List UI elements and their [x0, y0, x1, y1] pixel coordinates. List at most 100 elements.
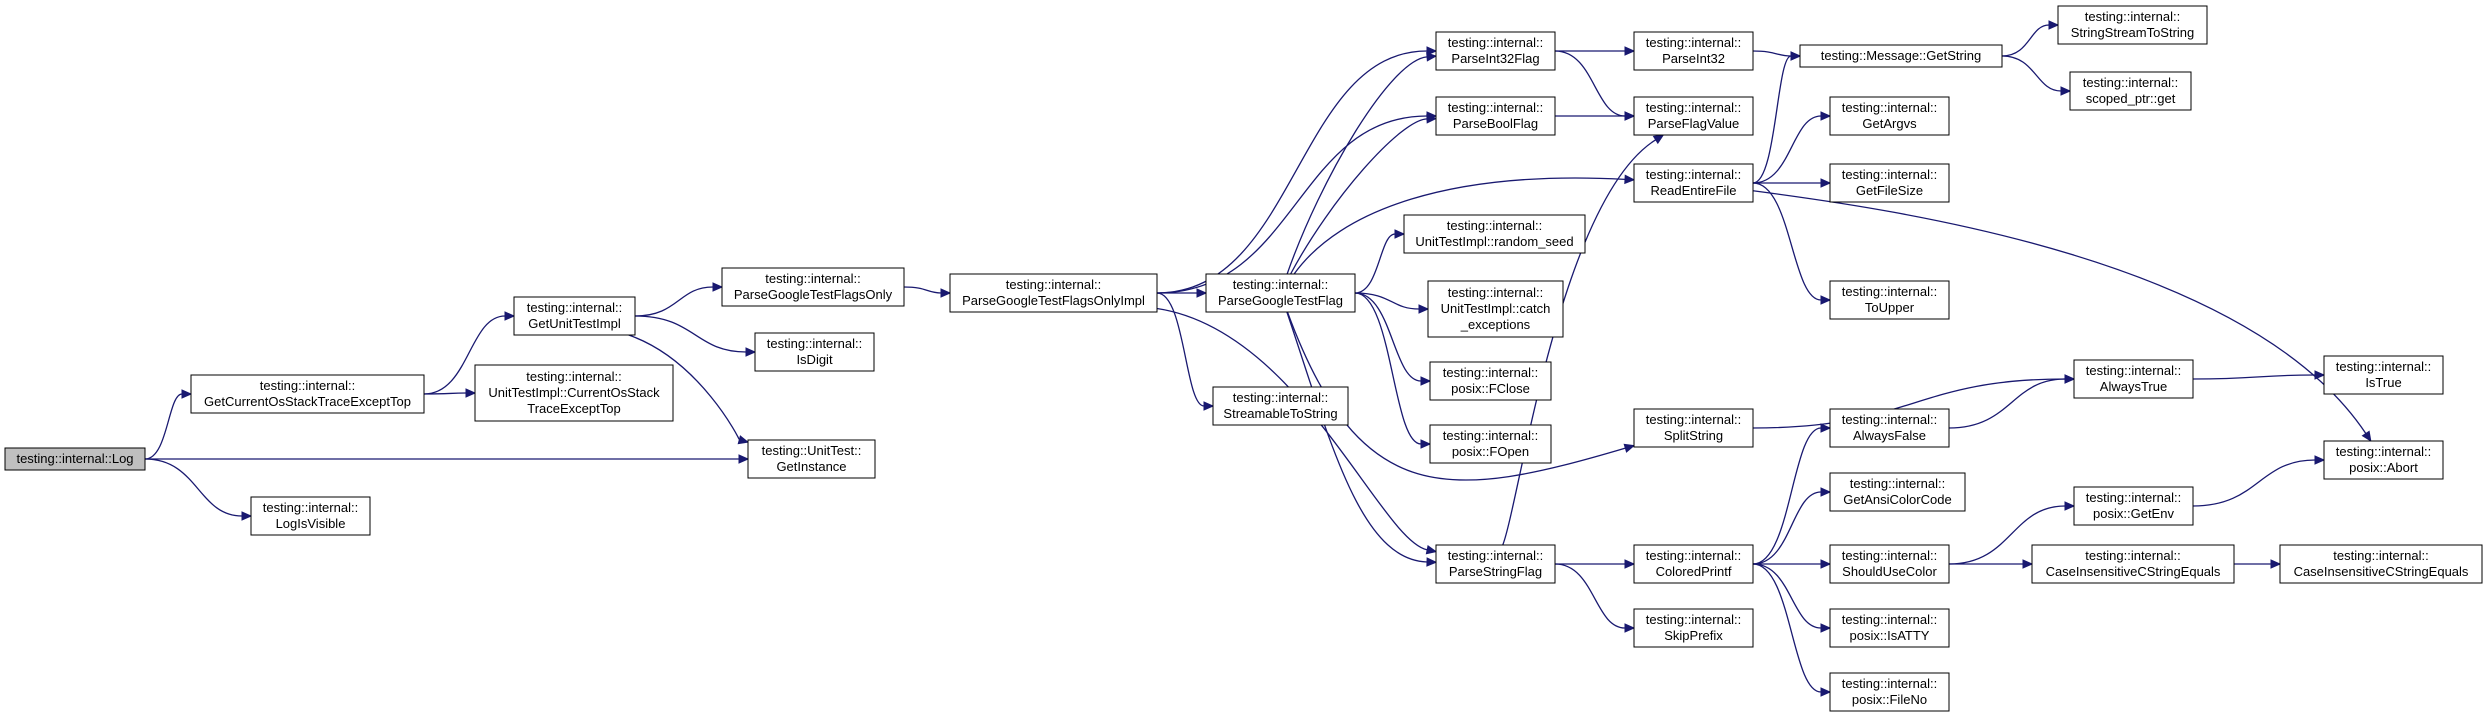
node-label: testing::internal::	[1842, 284, 1937, 299]
call-arrowhead-alwaysfalse-to-alwaystrue	[2064, 374, 2076, 384]
node-label: testing::internal::	[1448, 35, 1543, 50]
node-label: posix::Abort	[2349, 460, 2418, 475]
node-label: GetArgvs	[1862, 116, 1917, 131]
node-randomseed[interactable]: testing::internal::UnitTestImpl::random_…	[1403, 214, 1586, 254]
node-parseflagvalue[interactable]: testing::internal::ParseFlagValue	[1633, 96, 1754, 136]
call-arrowhead-readentirefile-to-getargvs	[1820, 111, 1832, 121]
node-alwaysfalse[interactable]: testing::internal::AlwaysFalse	[1829, 408, 1950, 448]
node-label: testing::internal::	[1646, 612, 1741, 627]
node-label: AlwaysFalse	[1853, 428, 1926, 443]
node-box	[1435, 31, 1556, 71]
node-parseint32flag[interactable]: testing::internal::ParseInt32Flag	[1435, 31, 1556, 71]
node-caseinsensitive2[interactable]: testing::internal::CaseInsensitiveCStrin…	[2279, 544, 2483, 584]
call-edge-getcurrentos-to-currentosstack	[423, 392, 467, 395]
node-streamstreamtostring[interactable]: testing::internal::StringStreamToString	[2057, 5, 2208, 45]
node-label: testing::internal::	[260, 378, 355, 393]
node-parseflagsonlyimpl[interactable]: testing::internal::ParseGoogleTestFlagsO…	[949, 273, 1158, 313]
node-label: testing::internal::	[1646, 548, 1741, 563]
node-label: SkipPrefix	[1664, 628, 1723, 643]
node-label: testing::internal::	[2336, 444, 2431, 459]
node-posixabort[interactable]: testing::internal::posix::Abort	[2323, 440, 2444, 480]
node-parsestringflag[interactable]: testing::internal::ParseStringFlag	[1435, 544, 1556, 584]
call-arrowhead-coloredprintf-to-shouldusecolor	[1820, 559, 1832, 569]
node-log[interactable]: testing::internal::Log	[4, 447, 146, 471]
call-edge-readentirefile-to-toupper	[1752, 182, 1822, 301]
call-edge-getstring-to-scopedptrget	[2001, 55, 2062, 92]
node-label: GetUnitTestImpl	[528, 316, 621, 331]
node-label: testing::internal::	[1646, 35, 1741, 50]
node-label: scoped_ptr::get	[2086, 91, 2176, 106]
node-label: testing::internal::	[2086, 490, 2181, 505]
node-logisvisible[interactable]: testing::internal::LogIsVisible	[250, 496, 371, 536]
node-parseint32[interactable]: testing::internal::ParseInt32	[1633, 31, 1754, 71]
call-edge-coloredprintf-to-fileno	[1752, 563, 1822, 693]
node-getfilesize[interactable]: testing::internal::GetFileSize	[1829, 163, 1950, 203]
node-label: AlwaysTrue	[2100, 379, 2167, 394]
node-label: UnitTestImpl::catch	[1441, 301, 1551, 316]
node-istrue[interactable]: testing::internal::IsTrue	[2323, 355, 2444, 395]
call-edge-parsestringflag-to-parseflagvalue	[1502, 139, 1657, 546]
call-arrowhead-readentirefile-to-getfilesize	[1820, 178, 1832, 188]
node-isatty[interactable]: testing::internal::posix::IsATTY	[1829, 608, 1950, 648]
node-box	[1633, 163, 1754, 203]
node-streamabletostring[interactable]: testing::internal::StreamableToString	[1212, 386, 1349, 426]
call-arrowhead-log-to-getcurrentos	[181, 389, 193, 399]
node-label: testing::internal::	[1233, 277, 1328, 292]
call-edge-getunittestimpl-to-parseflagsonly	[634, 286, 714, 317]
node-toupper[interactable]: testing::internal::ToUpper	[1829, 280, 1950, 320]
call-arrowhead-parseint32flag-to-parseint32	[1624, 46, 1636, 56]
node-skipprefix[interactable]: testing::internal::SkipPrefix	[1633, 608, 1754, 648]
call-arrowhead-getenv-to-posixabort	[2314, 455, 2326, 465]
call-arrowhead-coloredprintf-to-getansicolorcode	[1820, 487, 1832, 497]
call-edge-getenv-to-posixabort	[2192, 459, 2316, 507]
node-label: ParseInt32Flag	[1451, 51, 1539, 66]
node-box	[1829, 672, 1950, 712]
node-parsegoogletestflag[interactable]: testing::internal::ParseGoogleTestFlag	[1205, 273, 1356, 313]
node-currentosstack[interactable]: testing::internal::UnitTestImpl::Current…	[474, 364, 674, 422]
node-box	[2279, 544, 2483, 584]
node-label: testing::internal::	[527, 300, 622, 315]
node-parseboolflag[interactable]: testing::internal::ParseBoolFlag	[1435, 96, 1556, 136]
node-caseinsensitive1[interactable]: testing::internal::CaseInsensitiveCStrin…	[2031, 544, 2235, 584]
call-edge-parsegoogletestflag-to-fclose	[1354, 292, 1422, 382]
node-label: SplitString	[1664, 428, 1723, 443]
node-label: testing::internal::	[526, 369, 621, 384]
node-parseflagsonly[interactable]: testing::internal::ParseGoogleTestFlagsO…	[721, 267, 905, 307]
node-coloredprintf[interactable]: testing::internal::ColoredPrintf	[1633, 544, 1754, 584]
node-getcurrentos[interactable]: testing::internal::GetCurrentOsStackTrac…	[190, 374, 425, 414]
node-isdigit[interactable]: testing::internal::IsDigit	[754, 332, 875, 372]
call-edge-getunittestimpl-to-isdigit	[634, 315, 747, 353]
call-arrowhead-getunittestimpl-to-getinstance	[737, 435, 750, 445]
node-box	[949, 273, 1158, 313]
node-readentirefile[interactable]: testing::internal::ReadEntireFile	[1633, 163, 1754, 203]
call-arrowhead-shouldusecolor-to-getenv	[2064, 501, 2076, 511]
call-edge-readentirefile-to-getstring	[1752, 55, 1792, 184]
node-fileno[interactable]: testing::internal::posix::FileNo	[1829, 672, 1950, 712]
node-fopen[interactable]: testing::internal::posix::FOpen	[1429, 424, 1552, 464]
node-getenv[interactable]: testing::internal::posix::GetEnv	[2073, 486, 2194, 526]
node-fclose[interactable]: testing::internal::posix::FClose	[1429, 361, 1552, 401]
node-alwaystrue[interactable]: testing::internal::AlwaysTrue	[2073, 359, 2194, 399]
node-splitstring[interactable]: testing::internal::SplitString	[1633, 408, 1754, 448]
call-arrowhead-readentirefile-to-posixabort	[2361, 430, 2372, 443]
node-label: posix::GetEnv	[2093, 506, 2174, 521]
node-getinstance[interactable]: testing::UnitTest::GetInstance	[747, 439, 876, 479]
node-label: GetFileSize	[1856, 183, 1923, 198]
call-arrowhead-parseflagsonlyimpl-to-parseint32flag	[1426, 46, 1438, 56]
node-label: testing::internal::	[1447, 218, 1542, 233]
node-box	[1205, 273, 1356, 313]
call-arrowhead-shouldusecolor-to-caseinsensitive1	[2022, 559, 2034, 569]
node-getstring[interactable]: testing::Message::GetString	[1799, 44, 2003, 68]
node-box	[1633, 31, 1754, 71]
node-box	[1403, 214, 1586, 254]
node-box	[1633, 408, 1754, 448]
node-box	[721, 267, 905, 307]
node-box	[1633, 608, 1754, 648]
node-scopedptrget[interactable]: testing::internal::scoped_ptr::get	[2069, 71, 2192, 111]
node-getunittestimpl[interactable]: testing::internal::GetUnitTestImpl	[513, 296, 636, 336]
node-shouldusecolor[interactable]: testing::internal::ShouldUseColor	[1829, 544, 1950, 584]
node-getargvs[interactable]: testing::internal::GetArgvs	[1829, 96, 1950, 136]
node-catchexceptions[interactable]: testing::internal::UnitTestImpl::catch_e…	[1427, 280, 1564, 338]
node-getansicolorcode[interactable]: testing::internal::GetAnsiColorCode	[1829, 472, 1966, 512]
call-edge-parseflagsonlyimpl-to-streamabletostring	[1156, 292, 1205, 407]
